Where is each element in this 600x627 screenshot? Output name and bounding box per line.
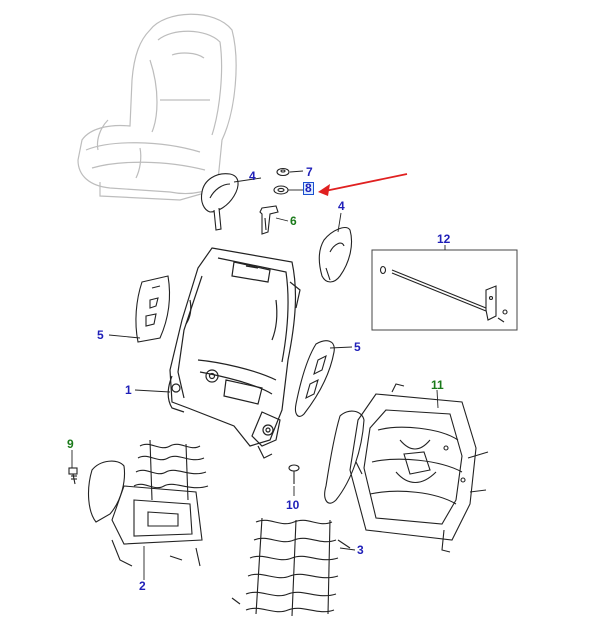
side-trim-part	[318, 227, 353, 283]
callout-label-10: 10	[286, 498, 300, 512]
backrest-panel-right	[294, 340, 335, 417]
callout-label-1: 1	[125, 383, 132, 397]
callout-label-5: 5	[97, 328, 104, 342]
seat-overview-illustration	[77, 13, 237, 201]
callout-label-2: 2	[139, 579, 146, 593]
seat-cushion-part	[87, 439, 209, 567]
callout-label-3: 3	[357, 543, 364, 557]
callout-label-7: 7	[306, 165, 313, 179]
leader-lines	[71, 170, 446, 580]
callout-label-6: 6	[290, 214, 297, 228]
washer-part	[273, 185, 289, 195]
callout-label-12: 12	[437, 232, 451, 246]
headrest-guide-part	[200, 173, 239, 231]
callout-label-4: 4	[338, 199, 345, 213]
callout-label-9: 9	[67, 437, 74, 451]
pin-part	[288, 464, 300, 484]
seat-pan-frame-part	[324, 383, 489, 553]
callout-label-8-highlighted: 8	[303, 181, 314, 195]
callout-label-11: 11	[431, 378, 444, 392]
callout-label-5: 5	[354, 340, 361, 354]
backrest-panel-left	[135, 275, 171, 343]
bracket-part	[259, 205, 279, 235]
rod-assembly-box	[371, 249, 518, 331]
seatback-frame-part	[167, 247, 301, 459]
spring-mat-part	[231, 517, 351, 617]
red-arrow-icon	[318, 173, 408, 196]
cap-part	[276, 167, 290, 177]
callout-label-4: 4	[249, 169, 256, 183]
bolt-part	[68, 467, 78, 485]
